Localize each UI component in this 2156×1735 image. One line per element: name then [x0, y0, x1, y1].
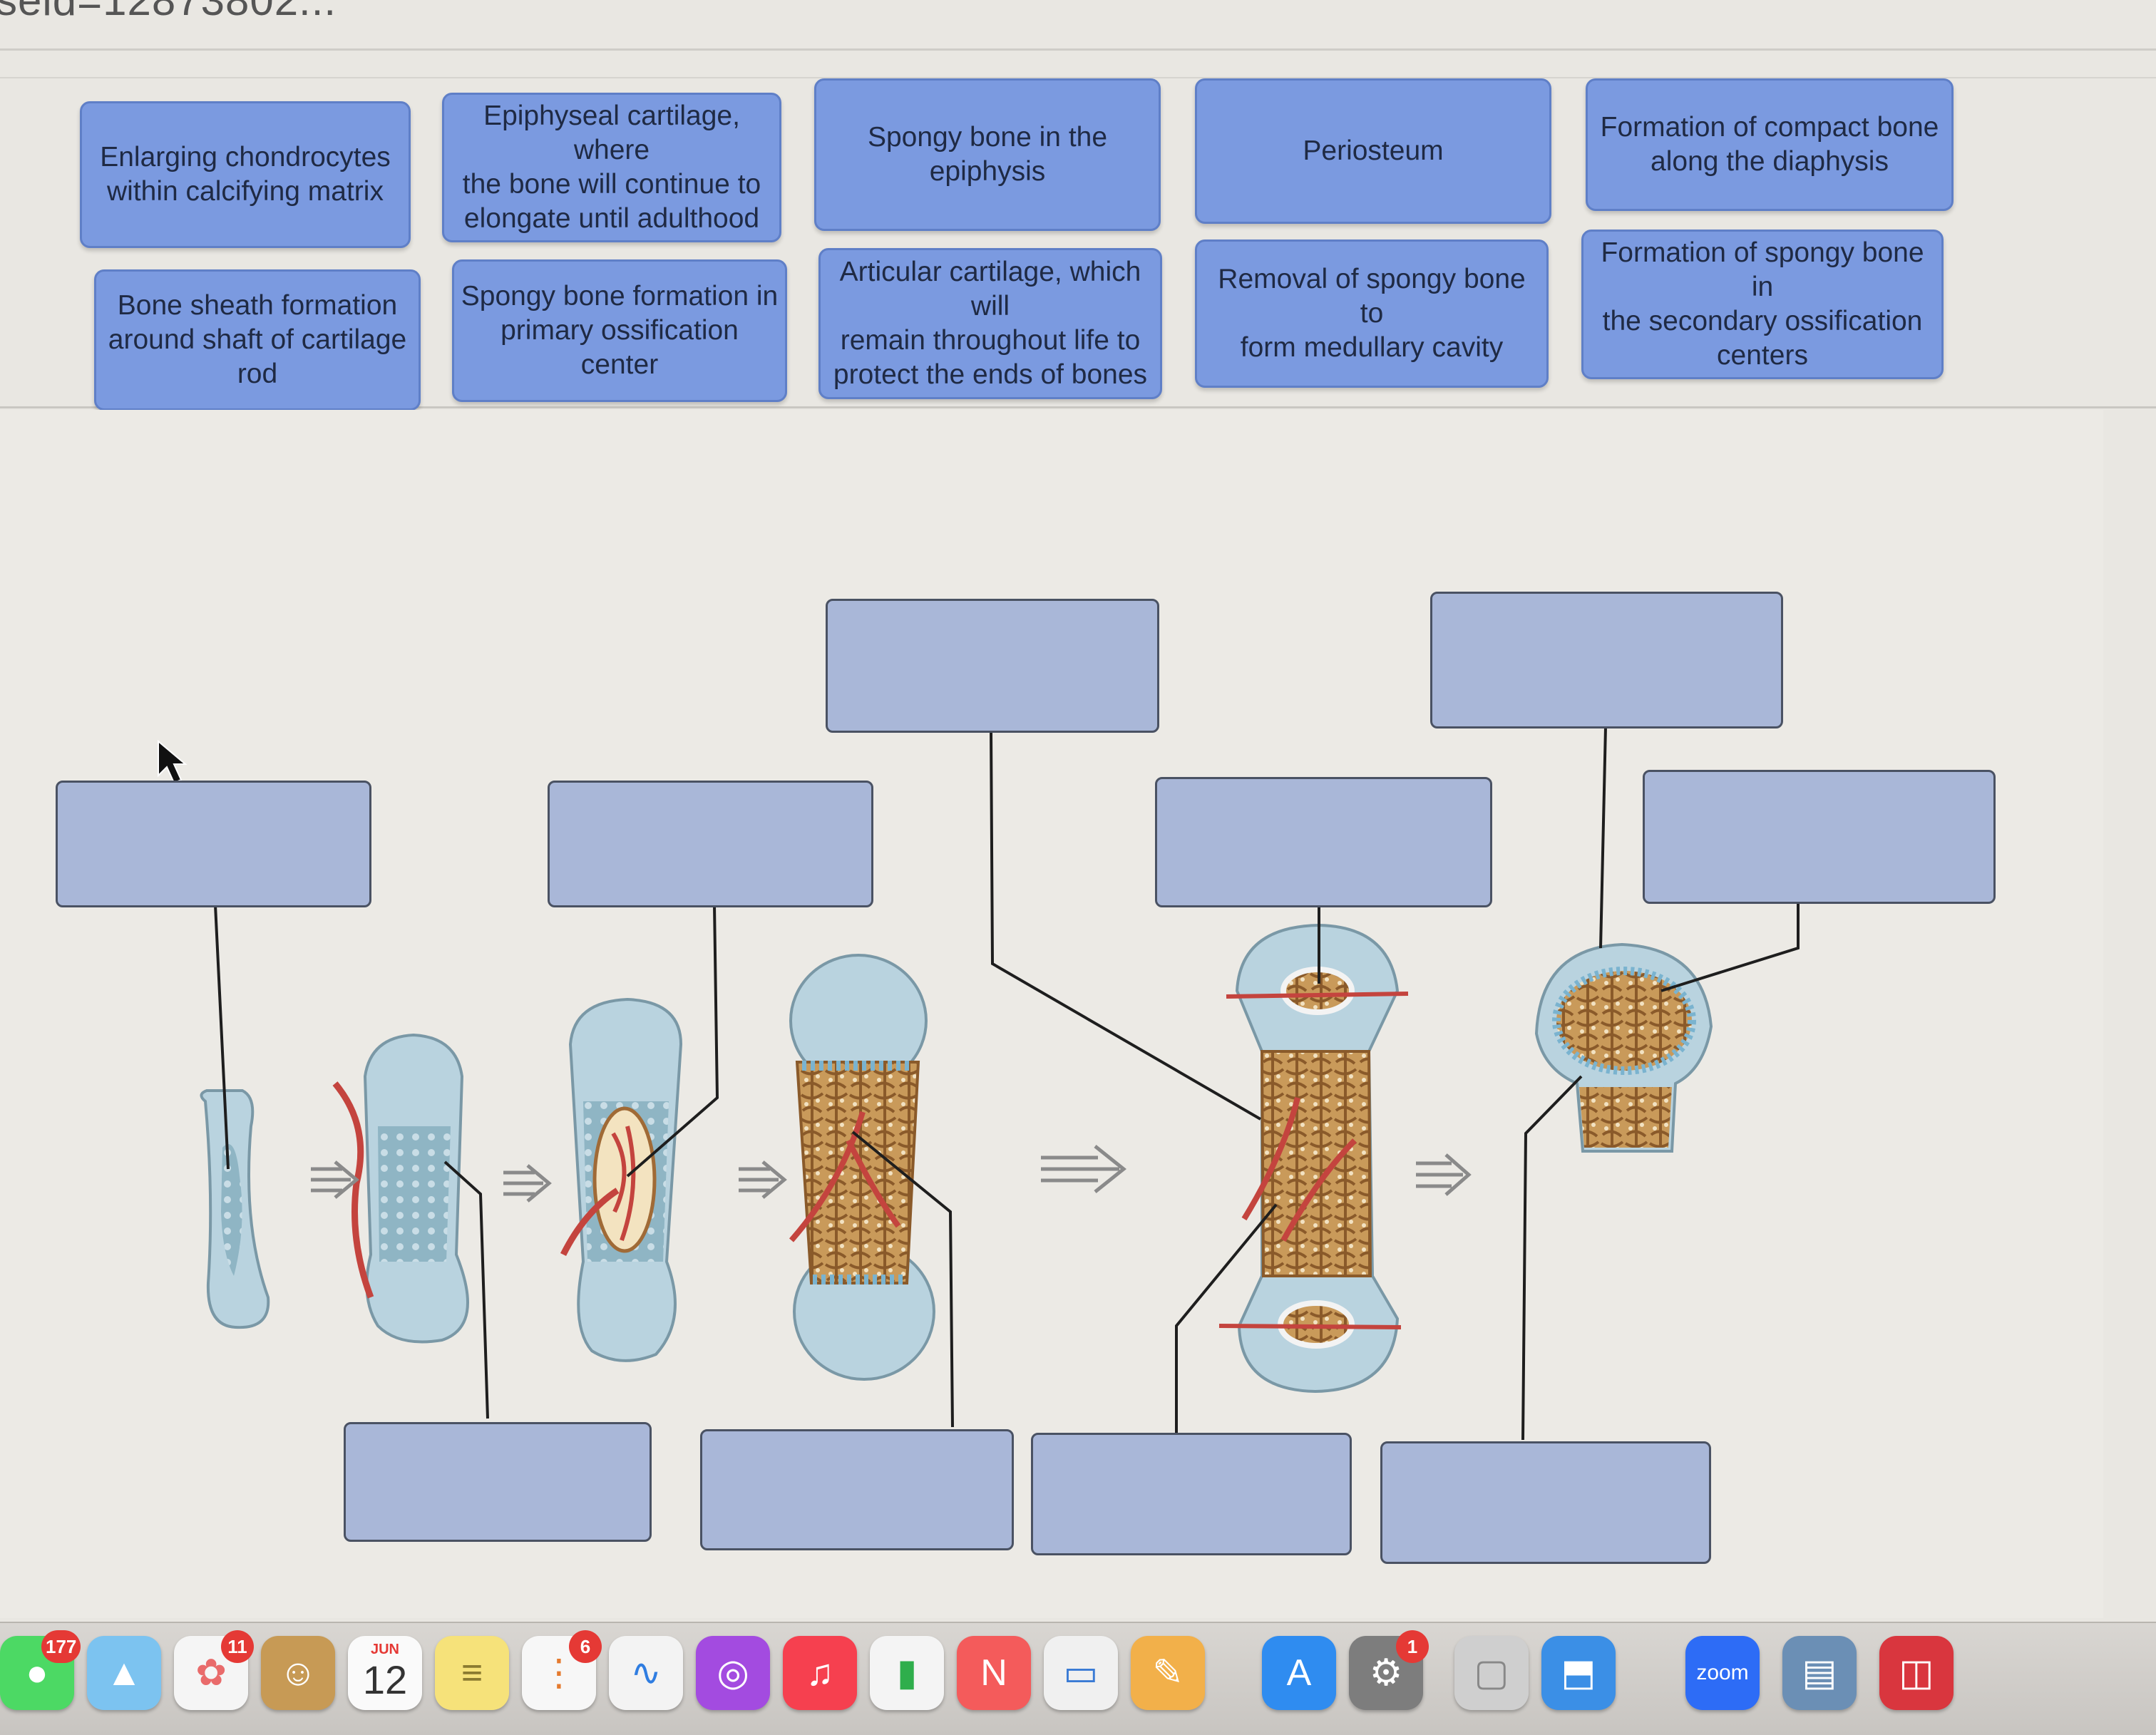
maps-icon[interactable]: ▲	[87, 1636, 161, 1710]
tile-line: along the diaphysis	[1651, 146, 1889, 177]
tile-line: Periosteum	[1303, 135, 1444, 166]
settings-badge: 1	[1396, 1630, 1429, 1663]
calendar-day: 12	[362, 1657, 408, 1702]
stage-4-medullary-formation	[789, 954, 935, 1381]
cursor-arrow-icon	[158, 739, 188, 784]
stage-1-cartilage-model	[200, 1089, 270, 1329]
tile-line: Spongy bone in the	[867, 122, 1108, 153]
tile-line: remain throughout life to	[840, 325, 1141, 356]
drop-target-2[interactable]	[548, 781, 873, 907]
drop-target-3[interactable]	[826, 599, 1159, 733]
tile-line: primary ossification center	[500, 315, 739, 380]
leader-lines	[214, 726, 1800, 1441]
finder-window-icon[interactable]: ▤	[1782, 1636, 1857, 1710]
system-settings-icon[interactable]: ⚙ 1	[1349, 1630, 1429, 1710]
bone-development-diagram	[158, 726, 1800, 1441]
label-tile-spongy-secondary[interactable]: Formation of spongy bone in the secondary…	[1581, 230, 1944, 379]
label-tile-articular-cartilage[interactable]: Articular cartilage, which will remain th…	[818, 248, 1162, 399]
generic-app-icon[interactable]: ▢	[1454, 1636, 1529, 1710]
tile-line: Formation of spongy bone in	[1601, 237, 1924, 302]
stage-5-secondary-ossification	[1218, 923, 1409, 1394]
tile-line: the bone will continue to	[462, 169, 761, 200]
tile-line: Bone sheath formation	[117, 290, 398, 321]
keynote-icon[interactable]: ▭	[1044, 1636, 1118, 1710]
tile-line: epiphysis	[929, 156, 1046, 187]
calendar-icon[interactable]: JUN 12	[348, 1636, 422, 1710]
messages-badge: 177	[41, 1630, 81, 1663]
drop-target-5[interactable]	[1430, 592, 1783, 729]
label-tile-epiphyseal-cartilage[interactable]: Epiphyseal cartilage, where the bone will…	[442, 93, 781, 242]
tile-line: around shaft of cartilage rod	[108, 324, 407, 389]
tile-line: Enlarging chondrocytes	[100, 142, 391, 173]
stage-6-epiphysis-detail	[1534, 942, 1713, 1153]
notes-icon[interactable]: ≡	[435, 1636, 509, 1710]
pages-icon[interactable]: ✎	[1131, 1636, 1205, 1710]
generic-app-icon-2[interactable]: ⬒	[1541, 1636, 1616, 1710]
calendar-month: JUN	[370, 1642, 399, 1657]
stage-3-primary-ossification	[560, 997, 683, 1362]
music-icon[interactable]: ♫	[783, 1636, 857, 1710]
app-store-icon[interactable]: A	[1262, 1636, 1336, 1710]
drop-target-8[interactable]	[700, 1429, 1014, 1550]
news-icon[interactable]: N	[957, 1636, 1031, 1710]
photos-badge: 11	[221, 1630, 254, 1663]
drop-target-9[interactable]	[1031, 1433, 1352, 1555]
drop-target-10[interactable]	[1380, 1441, 1711, 1564]
toolbar-divider	[0, 48, 2156, 51]
tile-line: protect the ends of bones	[833, 359, 1148, 390]
tile-line: Epiphyseal cartilage, where	[483, 101, 740, 165]
tile-line: the secondary ossification	[1602, 306, 1923, 336]
address-bar-fragment: seid=12873802...	[0, 0, 337, 24]
zoom-icon[interactable]: zoom	[1685, 1636, 1760, 1710]
drop-target-1[interactable]	[56, 781, 371, 907]
messages-icon[interactable]: ● 177	[0, 1630, 81, 1710]
tile-line: form medullary cavity	[1240, 332, 1504, 363]
tile-line: Spongy bone formation in	[461, 281, 779, 312]
tile-line: elongate until adulthood	[463, 203, 760, 234]
drop-target-6[interactable]	[1643, 770, 1996, 904]
contacts-icon[interactable]: ☺	[261, 1636, 335, 1710]
label-tile-periosteum[interactable]: Periosteum	[1195, 78, 1551, 224]
freeform-icon[interactable]: ∿	[609, 1636, 683, 1710]
zoom-label: zoom	[1696, 1661, 1749, 1684]
drop-target-7[interactable]	[344, 1422, 652, 1542]
reminders-icon[interactable]: ⋮ 6	[522, 1630, 602, 1710]
photos-icon[interactable]: ✿ 11	[174, 1630, 254, 1710]
tile-line: within calcifying matrix	[107, 176, 384, 207]
tile-line: Formation of compact bone	[1600, 112, 1939, 143]
stage-arrow-icon	[311, 1145, 1472, 1203]
drop-target-4[interactable]	[1155, 777, 1492, 907]
numbers-icon[interactable]: ▮	[870, 1636, 944, 1710]
tile-line: Removal of spongy bone to	[1218, 264, 1526, 329]
podcasts-icon[interactable]: ◎	[696, 1636, 770, 1710]
stage-2-bone-collar	[332, 1033, 469, 1344]
reminders-badge: 6	[569, 1630, 602, 1663]
tile-line: Articular cartilage, which will	[839, 257, 1141, 321]
tile-line: centers	[1717, 340, 1808, 371]
photo-booth-icon[interactable]: ◫	[1879, 1636, 1954, 1710]
